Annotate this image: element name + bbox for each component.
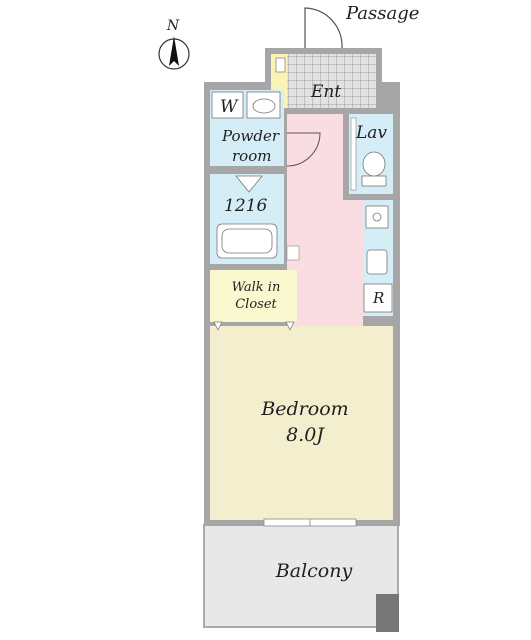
compass: N: [158, 18, 190, 70]
kitchen-sink-icon: [366, 249, 388, 275]
entrance-label: Ent: [310, 82, 341, 102]
powder-room: W Powder room: [210, 90, 284, 166]
powder-room-door: [286, 132, 321, 167]
powder-room-label-2: room: [232, 147, 271, 165]
balcony-floor: [203, 524, 399, 628]
bathroom: 1216: [210, 174, 284, 264]
corridor-kitchen-area: [343, 200, 363, 326]
lavatory-label: Lav: [355, 123, 387, 143]
lavatory: Lav: [349, 114, 393, 194]
toilet-tank: [361, 175, 387, 187]
entrance-floor: [287, 54, 376, 108]
washer-label: W: [220, 97, 239, 117]
sink-icon: [252, 98, 276, 114]
washer-space: [211, 91, 244, 119]
balcony-window: [263, 518, 357, 527]
stove-icon: [365, 205, 389, 229]
shoe-cabinet-detail: [275, 57, 286, 73]
toilet-icon: [362, 151, 386, 177]
bedroom-size: 8.0J: [286, 424, 325, 446]
bedroom: Bedroom 8.0J: [210, 321, 393, 520]
compass-north-label: N: [166, 18, 180, 34]
balcony-label: Balcony: [275, 560, 353, 582]
closet-label-2: Closet: [235, 297, 277, 312]
lavatory-door: [350, 117, 357, 191]
walk-in-closet: Walk in Closet: [210, 270, 297, 322]
balcony-pillar: [376, 594, 399, 632]
closet-label: Walk in: [232, 280, 281, 295]
refrigerator-space: [363, 283, 393, 313]
bathroom-label: 1216: [224, 196, 267, 216]
pipe-space: [286, 245, 300, 261]
north-arrow-icon: [169, 36, 179, 66]
bedroom-label: Bedroom: [260, 398, 348, 420]
bathtub-icon: [216, 223, 278, 259]
kitchen-counter: R: [363, 200, 393, 316]
powder-room-label: Powder: [221, 127, 280, 145]
bathroom-door: [235, 175, 263, 193]
entrance-door-swing: [304, 7, 343, 49]
passage-label: Passage: [345, 3, 419, 24]
refrigerator-label: R: [372, 289, 384, 307]
closet-doors: [213, 321, 295, 331]
balcony: [203, 524, 399, 632]
